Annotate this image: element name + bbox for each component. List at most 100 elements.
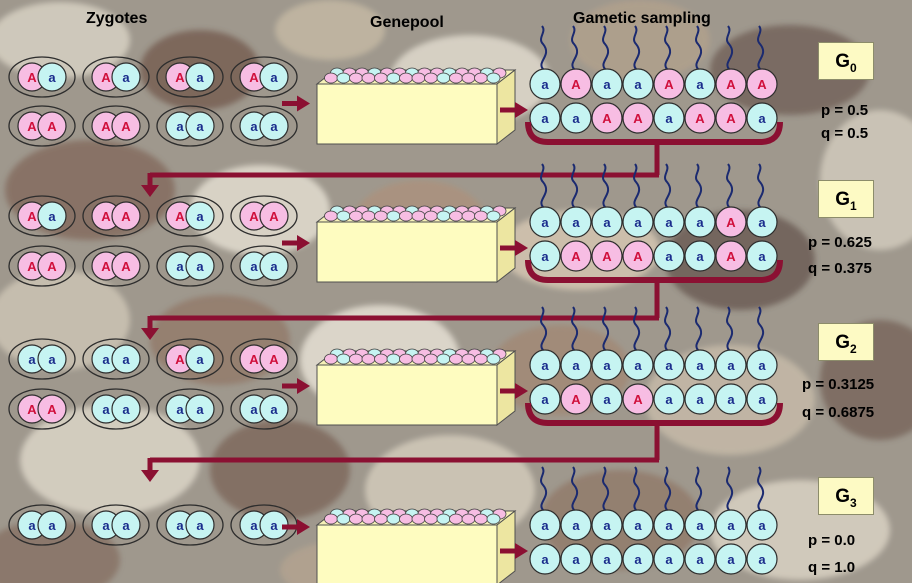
q-value-g3: q = 1.0 xyxy=(808,559,856,576)
allele-a xyxy=(259,251,289,281)
svg-text:a: a xyxy=(758,215,766,230)
svg-text:a: a xyxy=(572,215,580,230)
gamete-allele-a xyxy=(560,102,592,134)
svg-text:a: a xyxy=(758,552,766,567)
svg-text:A: A xyxy=(175,209,185,224)
svg-text:a: a xyxy=(48,209,56,224)
sperm-tail xyxy=(726,306,734,352)
svg-text:a: a xyxy=(696,518,704,533)
allele-A xyxy=(259,201,289,231)
gamete-allele-a xyxy=(653,240,685,272)
gamete-allele-a xyxy=(560,206,592,238)
svg-text:A: A xyxy=(633,392,643,407)
svg-text:a: a xyxy=(176,402,184,417)
allele-a xyxy=(111,344,141,374)
generation-label-g3: G3 xyxy=(818,477,874,515)
svg-text:a: a xyxy=(176,119,184,134)
svg-text:a: a xyxy=(250,518,258,533)
sperm-tail xyxy=(602,163,610,209)
gamete-allele-A xyxy=(746,68,778,100)
gamete-allele-A xyxy=(560,240,592,272)
svg-text:A: A xyxy=(27,209,37,224)
svg-text:a: a xyxy=(176,259,184,274)
svg-text:a: a xyxy=(758,392,766,407)
gamete-allele-A xyxy=(622,383,654,415)
gamete-allele-A xyxy=(560,383,592,415)
allele-A xyxy=(259,344,289,374)
gamete-allele-a xyxy=(529,206,561,238)
sperm-tail xyxy=(571,466,579,512)
generation-label-g0: G0 xyxy=(818,42,874,80)
gamete-allele-a xyxy=(560,349,592,381)
svg-text:A: A xyxy=(27,259,37,274)
svg-text:a: a xyxy=(603,552,611,567)
svg-text:A: A xyxy=(269,209,279,224)
sperm-tail xyxy=(757,25,765,71)
gamete-allele-a xyxy=(622,543,654,575)
sampling-bracket xyxy=(141,402,783,482)
allele-a xyxy=(185,201,215,231)
genepool-header: Genepool xyxy=(370,14,444,31)
svg-text:a: a xyxy=(758,111,766,126)
svg-text:a: a xyxy=(665,552,673,567)
sperm-tail xyxy=(602,466,610,512)
gamete-allele-a xyxy=(653,349,685,381)
svg-text:a: a xyxy=(270,70,278,85)
sperm-tail xyxy=(540,25,548,71)
gamete-allele-a xyxy=(529,240,561,272)
svg-text:A: A xyxy=(101,70,111,85)
svg-text:a: a xyxy=(665,215,673,230)
svg-text:A: A xyxy=(726,249,736,264)
svg-text:a: a xyxy=(758,249,766,264)
svg-text:A: A xyxy=(726,77,736,92)
svg-text:A: A xyxy=(101,119,111,134)
sperm-tail xyxy=(695,25,703,71)
svg-text:A: A xyxy=(47,119,57,134)
allele-a xyxy=(185,344,215,374)
gamete-allele-A xyxy=(560,68,592,100)
svg-text:a: a xyxy=(541,552,549,567)
allele-a xyxy=(259,111,289,141)
svg-text:a: a xyxy=(634,358,642,373)
svg-text:a: a xyxy=(727,358,735,373)
svg-text:a: a xyxy=(270,518,278,533)
svg-text:a: a xyxy=(634,552,642,567)
svg-text:A: A xyxy=(633,249,643,264)
svg-text:a: a xyxy=(196,119,204,134)
svg-text:A: A xyxy=(47,402,57,417)
allele-a xyxy=(111,62,141,92)
gamete-allele-a xyxy=(560,543,592,575)
gamete-allele-a xyxy=(684,509,716,541)
svg-text:A: A xyxy=(695,111,705,126)
gamete-allele-a xyxy=(560,509,592,541)
allele-A xyxy=(111,251,141,281)
gamete-allele-A xyxy=(684,102,716,134)
svg-text:a: a xyxy=(727,518,735,533)
allele-a xyxy=(111,510,141,540)
svg-text:a: a xyxy=(122,402,130,417)
sperm-tail xyxy=(695,466,703,512)
svg-text:a: a xyxy=(541,392,549,407)
gamete-allele-a xyxy=(653,543,685,575)
allele-a xyxy=(37,201,67,231)
svg-text:a: a xyxy=(665,392,673,407)
allele-a xyxy=(259,394,289,424)
q-value-g2: q = 0.6875 xyxy=(802,404,875,421)
allele-a xyxy=(37,62,67,92)
svg-text:A: A xyxy=(269,352,279,367)
svg-text:a: a xyxy=(176,518,184,533)
sperm-tail xyxy=(757,466,765,512)
sperm-tail xyxy=(540,306,548,352)
svg-text:a: a xyxy=(48,352,56,367)
gamete-allele-a xyxy=(653,383,685,415)
svg-text:a: a xyxy=(727,552,735,567)
